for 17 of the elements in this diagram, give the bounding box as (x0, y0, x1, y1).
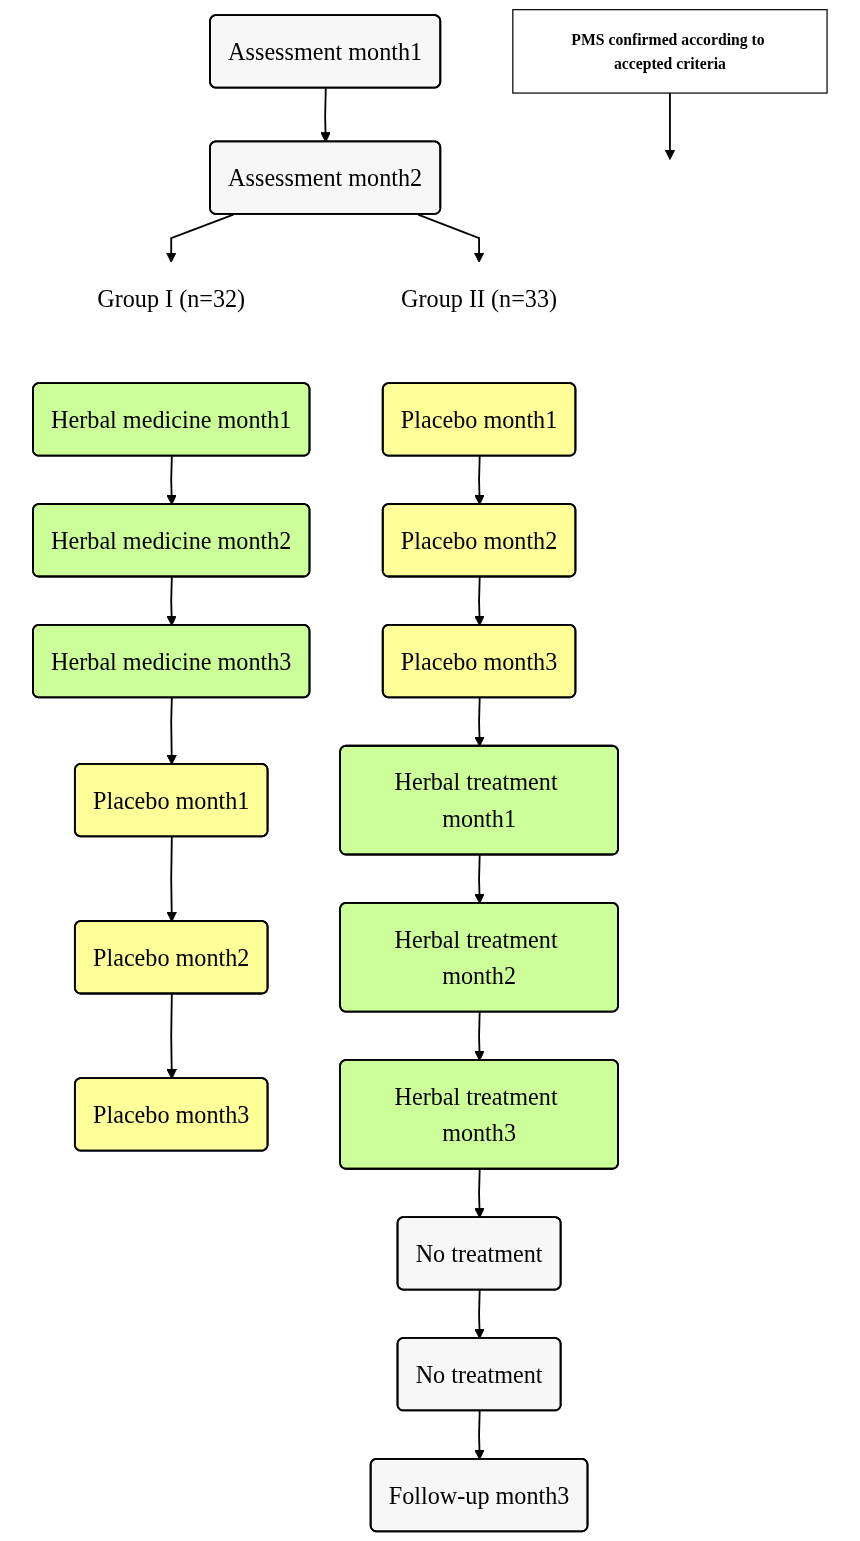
arrow (166, 455, 177, 506)
arrow (474, 576, 485, 626)
arrow (474, 697, 485, 747)
node-text: Group II (n=33) (401, 285, 558, 312)
arrow (664, 92, 676, 160)
arrow (474, 854, 485, 904)
node-box: PMS confirmed according to accepted criteria (512, 9, 828, 94)
arrow (320, 87, 331, 143)
arrow (474, 1410, 485, 1460)
arrow (165, 213, 235, 263)
arrow (474, 455, 485, 506)
arrow (166, 697, 177, 765)
arrow (166, 993, 177, 1080)
node-text: Group I (n=32) (97, 285, 246, 312)
arrow (166, 576, 177, 626)
arrow (417, 213, 485, 263)
arrow (474, 1168, 485, 1219)
